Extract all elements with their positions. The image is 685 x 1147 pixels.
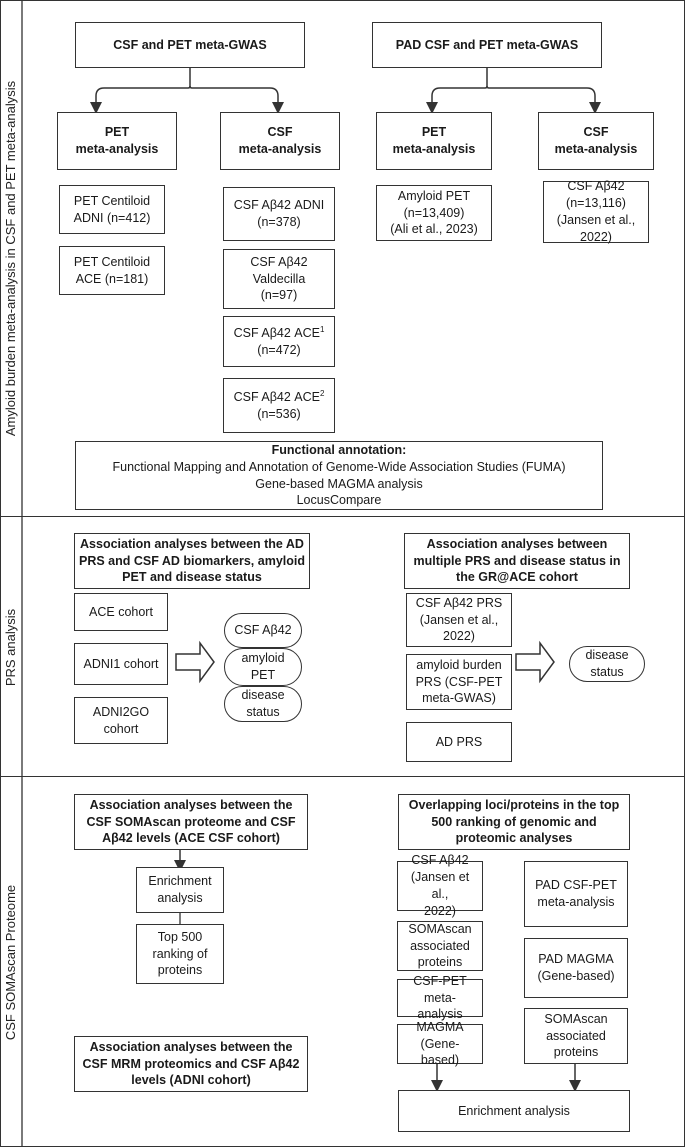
csf-adni: CSF Aβ42 ADNI (n=378) [223,187,335,241]
outcome-amyloid-pet: amyloid PET [224,648,302,686]
top500-proteins: Top 500 ranking of proteins [136,924,224,984]
csf-ace2-sup: 2 [319,388,325,398]
adni2go-cohort: ADNI2GO cohort [74,697,168,744]
side-label-proteome: CSF SOMAscan Proteome [3,884,19,1040]
overlap-csf-jansen: CSF Aβ42 (Jansen et al., 2022) [397,853,483,918]
outcome-disease-status: disease status [224,686,302,722]
adni1-cohort: ADNI1 cohort [74,643,168,685]
pet-meta-left: PET meta-analysis [57,112,177,170]
csf-ace1: CSF Aβ42 ACE1 (n=472) [223,316,335,367]
side-label-amyloid: Amyloid burden meta-analysis in CSF and … [3,80,19,437]
csf-ace1-sup: 1 [319,324,325,334]
enrichment-analysis-left: Enrichment analysis [136,867,224,913]
overlap-somascan: SOMAscan associated proteins [397,921,483,971]
overlap-title: Overlapping loci/proteins in the top 500… [398,794,630,850]
prs-right-title: Association analyses between multiple PR… [404,533,630,589]
pet-meta-right: PET meta-analysis [376,112,492,170]
pet-centiloid-ace: PET Centiloid ACE (n=181) [59,246,165,295]
functional-annotation-lines: Functional Mapping and Annotation of Gen… [112,459,566,508]
csf-ace2: CSF Aβ42 ACE2 (n=536) [223,378,335,433]
side-label-prs: PRS analysis [3,608,19,686]
overlap-pad-csf-pet: PAD CSF-PET meta-analysis [524,861,628,927]
functional-annotation-title: Functional annotation: [271,442,407,457]
csf-valdecilla: CSF Aβ42 Valdecilla (n=97) [223,249,335,309]
csf-abeta42-prs: CSF Aβ42 PRS (Jansen et al., 2022) [406,593,512,647]
mrm-title: Association analyses between the CSF MRM… [74,1036,308,1092]
overlap-magma: MAGMA (Gene-based) [397,1020,483,1067]
gwas-right-box: PAD CSF and PET meta-GWAS [372,22,602,68]
csf-ace1-label: CSF Aβ42 ACE [233,325,320,340]
ace-cohort: ACE cohort [74,593,168,631]
gwas-left-box: CSF and PET meta-GWAS [75,22,305,68]
amyloid-burden-prs: amyloid burden PRS (CSF-PET meta-GWAS) [406,654,512,710]
overlap-pad-magma: PAD MAGMA (Gene-based) [524,938,628,998]
final-enrichment-analysis: Enrichment analysis [398,1090,630,1132]
overlap-somascan-2: SOMAscan associated proteins [524,1008,628,1064]
csf-ace2-n: (n=536) [257,406,301,421]
csf-jansen: CSF Aβ42 (n=13,116) (Jansen et al., 2022… [543,179,649,244]
prs-left-title: Association analyses between the AD PRS … [74,533,310,589]
csf-ace1-n: (n=472) [257,342,301,357]
csf-meta-left: CSF meta-analysis [220,112,340,170]
outcome-csf-abeta42: CSF Aβ42 [224,613,302,648]
prs-disease-status: disease status [569,646,645,682]
csf-ace2-label: CSF Aβ42 ACE [233,389,320,404]
csf-meta-right: CSF meta-analysis [538,112,654,170]
functional-annotation-box: Functional annotation: Functional Mappin… [75,441,603,510]
pet-centiloid-adni: PET Centiloid ADNI (n=412) [59,185,165,234]
ad-prs: AD PRS [406,722,512,762]
somascan-title: Association analyses between the CSF SOM… [74,794,308,850]
overlap-csf-pet: CSF-PET meta-analysis [397,974,483,1021]
amyloid-pet-ali: Amyloid PET (n=13,409) (Ali et al., 2023… [376,185,492,241]
